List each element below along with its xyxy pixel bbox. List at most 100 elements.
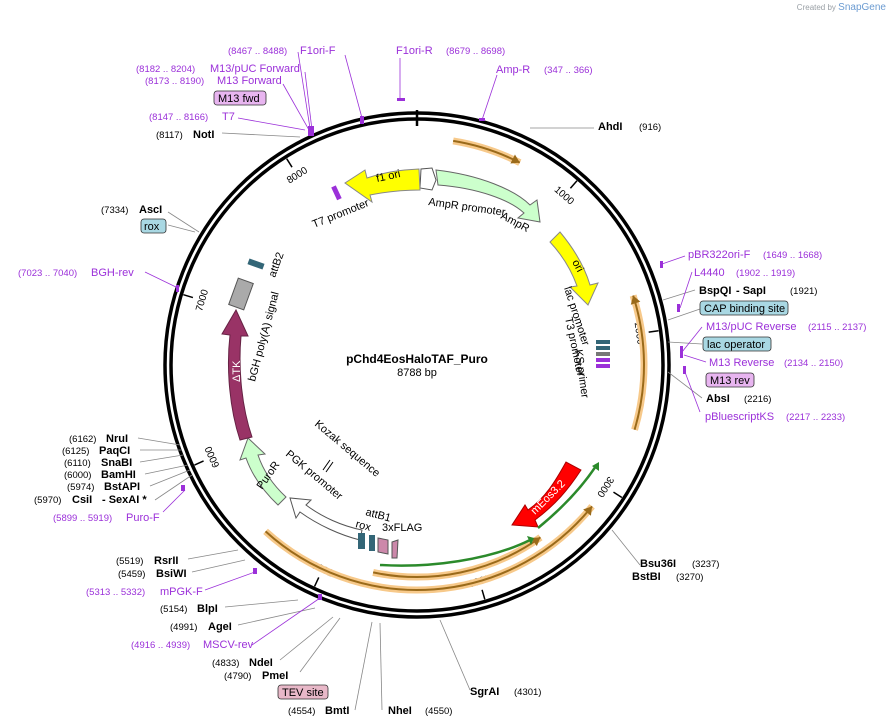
site-nhei[interactable]: NheI (4550) xyxy=(388,705,452,717)
site-bstbi[interactable]: BstBI (3270) xyxy=(632,571,703,583)
site-noti[interactable]: (8117) NotI xyxy=(156,129,214,141)
primer-purof-name: Puro-F xyxy=(126,512,160,524)
site-snabi[interactable]: (6110) SnaBI xyxy=(64,457,132,469)
rox-feature-box xyxy=(369,535,375,551)
box-rox-text: rox xyxy=(144,221,160,233)
orf-arc-top-right-halo xyxy=(452,137,522,166)
plasmid-size: 8788 bp xyxy=(397,367,437,379)
leader-rsrii xyxy=(187,549,239,560)
site-bsiwi-pos: (5459) xyxy=(118,569,145,580)
primer-t7[interactable]: (8147 .. 8166) T7 xyxy=(149,111,235,123)
primer-f1ori-r[interactable]: F1ori-R (8679 .. 8698) xyxy=(396,45,505,57)
snapgene-credit: Created by SnapGene xyxy=(797,2,886,13)
primer-m13pucrev-name: M13/pUC Reverse xyxy=(706,321,796,333)
leader-snabi xyxy=(139,454,184,463)
site-nhei-name: NheI xyxy=(388,705,412,717)
flag-label: 3xFLAG xyxy=(382,522,422,534)
primer-m13puc[interactable]: (8182 .. 8204) M13/pUC Forward xyxy=(136,63,300,75)
site-bsiwi[interactable]: (5459) BsiWI xyxy=(118,568,187,580)
primer-bghrev[interactable]: (7023 .. 7040) BGH-rev xyxy=(18,267,134,279)
site-absi-name: AbsI xyxy=(706,393,730,405)
primer-l4440[interactable]: L4440 (1902 .. 1919) xyxy=(694,267,795,279)
leader-bamhi xyxy=(144,464,189,475)
primer-m13reverse[interactable]: M13 Reverse (2134 .. 2150) xyxy=(709,357,843,369)
primer-pbluescriptks[interactable]: pBluescriptKS (2217 .. 2233) xyxy=(705,411,845,423)
leader-m13rev xyxy=(683,354,707,363)
site-nrui[interactable]: (6162) NruI xyxy=(69,433,128,445)
leader-t7 xyxy=(237,117,306,131)
site-bamhi[interactable]: (6000) BamHI xyxy=(64,469,136,481)
site-bmti[interactable]: (4554) BmtI xyxy=(288,705,349,717)
orf-arc-left-inner-head xyxy=(531,537,541,547)
attb2-label: attB2 xyxy=(267,251,287,279)
tick-1000 xyxy=(569,180,578,189)
primer-pbr322-pos: (1649 .. 1668) xyxy=(763,250,822,261)
delta-tk-arrow xyxy=(221,308,253,441)
site-paqci[interactable]: (6125) PaqCI xyxy=(62,445,130,457)
site-bsu36i[interactable]: Bsu36I (3237) xyxy=(640,558,719,570)
primer-purof[interactable]: (5899 .. 5919) Puro-F xyxy=(53,512,160,524)
rox-feature-label: rox xyxy=(354,518,372,534)
site-blpi[interactable]: (5154) BlpI xyxy=(160,603,218,615)
box-m13fwd-bg xyxy=(213,90,267,106)
box-rox[interactable]: rox xyxy=(140,218,167,234)
site-rsrii[interactable]: (5519) RsrII xyxy=(116,555,178,567)
primer-mscvrev-pos: (4916 .. 4939) xyxy=(131,640,190,651)
box-tev[interactable]: TEV site xyxy=(277,684,329,700)
site-bamhi-name: BamHI xyxy=(101,469,136,481)
site-rsrii-pos: (5519) xyxy=(116,556,143,567)
site-snabi-pos: (6110) xyxy=(64,458,91,469)
leader-bstapi xyxy=(149,469,191,487)
primer-l4440-pos: (1902 .. 1919) xyxy=(736,268,795,279)
primer-mscvrev[interactable]: (4916 .. 4939) MSCV-rev xyxy=(131,639,254,651)
primer-m13pucrev[interactable]: M13/pUC Reverse (2115 .. 2137) xyxy=(706,321,866,333)
site-pmei[interactable]: (4790) PmeI xyxy=(224,670,288,682)
primer-leaders xyxy=(144,51,707,646)
orf-arc-left-inner xyxy=(372,536,542,578)
primer-mark-ampr xyxy=(479,118,485,121)
primer-pbr322[interactable]: pBR322ori-F (1649 .. 1668) xyxy=(688,249,822,261)
site-ndei[interactable]: (4833) NdeI xyxy=(212,657,273,669)
credit-prefix: Created by xyxy=(796,3,836,12)
site-absi[interactable]: AbsI (2216) xyxy=(706,393,771,405)
box-cap[interactable]: CAP binding site xyxy=(699,300,789,316)
primer-l4440-name: L4440 xyxy=(694,267,725,279)
primer-f1ori-f-name: F1ori-F xyxy=(300,45,336,57)
leader-lacop xyxy=(667,341,703,345)
primer-mpgkf[interactable]: (5313 .. 5332) mPGK-F xyxy=(86,586,203,598)
lac-bar-1 xyxy=(596,340,610,344)
tick-label-3000: 3000 xyxy=(594,474,616,499)
primer-m13pucrev-pos: (2115 .. 2137) xyxy=(808,322,866,333)
site-bstbi-name: BstBI xyxy=(632,571,661,583)
site-bstapi-pos: (5974) xyxy=(67,482,94,493)
primer-ampr[interactable]: Amp-R (347 .. 366) xyxy=(496,64,593,76)
site-csii[interactable]: (5970) CsiI - SexAI * xyxy=(34,494,147,506)
tick-3000 xyxy=(613,491,623,499)
primer-f1ori-f[interactable]: (8467 .. 8488) F1ori-F xyxy=(228,45,336,57)
attb1-box xyxy=(358,533,365,549)
site-asci[interactable]: (7334) AscI xyxy=(101,204,162,216)
primer-m13fwd[interactable]: (8173 .. 8190) M13 Forward xyxy=(145,75,282,87)
site-pmei-name: PmeI xyxy=(262,670,288,682)
site-nrui-name: NruI xyxy=(106,433,128,445)
box-m13fwd[interactable]: M13 fwd xyxy=(213,90,267,106)
site-ahdi[interactable]: AhdI (916) xyxy=(598,121,661,133)
primer-mark-m13 xyxy=(308,126,314,136)
box-m13rev[interactable]: M13 rev xyxy=(705,372,755,388)
box-lacop[interactable]: lac operator xyxy=(702,336,772,352)
site-agei[interactable]: (4991) AgeI xyxy=(170,621,232,633)
site-bstapi[interactable]: (5974) BstAPI xyxy=(67,481,140,493)
primer-pbluescript-name: pBluescriptKS xyxy=(705,411,774,423)
puror-arrow xyxy=(239,437,287,506)
leader-bghrev xyxy=(144,271,179,289)
meos-label: mEos3.2 xyxy=(529,478,568,517)
site-bspqi[interactable]: BspQI - SapI (1921) xyxy=(699,285,817,297)
site-sgrai[interactable]: SgrAI (4301) xyxy=(470,686,541,698)
primer-mark-mscv xyxy=(318,594,322,600)
primer-m13reverse-name: M13 Reverse xyxy=(709,357,774,369)
attb2-box xyxy=(247,258,265,270)
ampr-promoter-arrow xyxy=(419,167,437,191)
primer-f1ori-f-pos: (8467 .. 8488) xyxy=(228,46,287,57)
site-asci-name: AscI xyxy=(139,204,162,216)
primer-marks xyxy=(176,98,686,600)
